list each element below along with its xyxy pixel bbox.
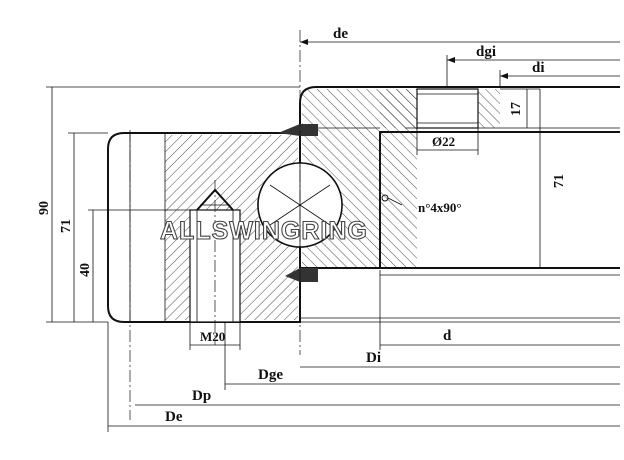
label-71-left: 71 [59,219,74,233]
label-Di: Di [366,350,381,366]
watermark: ALLSWINGRING [160,217,368,245]
dim-De [107,322,620,432]
label-17: 17 [509,102,524,116]
label-de: de [333,26,348,42]
label-hole: Ø22 [432,134,455,149]
thread-callout [189,322,241,350]
seal-top [278,124,318,136]
dim-90 [46,86,300,323]
label-Dge: Dge [258,367,283,383]
hole-callout [416,128,479,155]
dim-40 [88,209,190,322]
label-90: 90 [37,201,52,215]
seal-bottom [285,268,318,282]
dim-17 [500,88,540,128]
label-Dp: Dp [192,388,211,404]
label-De: De [165,409,183,425]
label-dgi: dgi [476,44,496,60]
label-40: 40 [78,263,93,277]
dim-71-left [68,132,108,322]
dim-de [300,39,620,45]
label-thread: M20 [200,329,225,344]
label-di: di [532,60,545,76]
label-d: d [443,328,452,344]
label-71-right: 71 [552,174,567,188]
dim-d [379,270,620,350]
dim-dgi [446,55,620,87]
dim-di [499,70,620,87]
label-tooth: n°4x90° [418,200,462,215]
dim-Dge [224,322,620,390]
lube-nipple [381,194,403,206]
